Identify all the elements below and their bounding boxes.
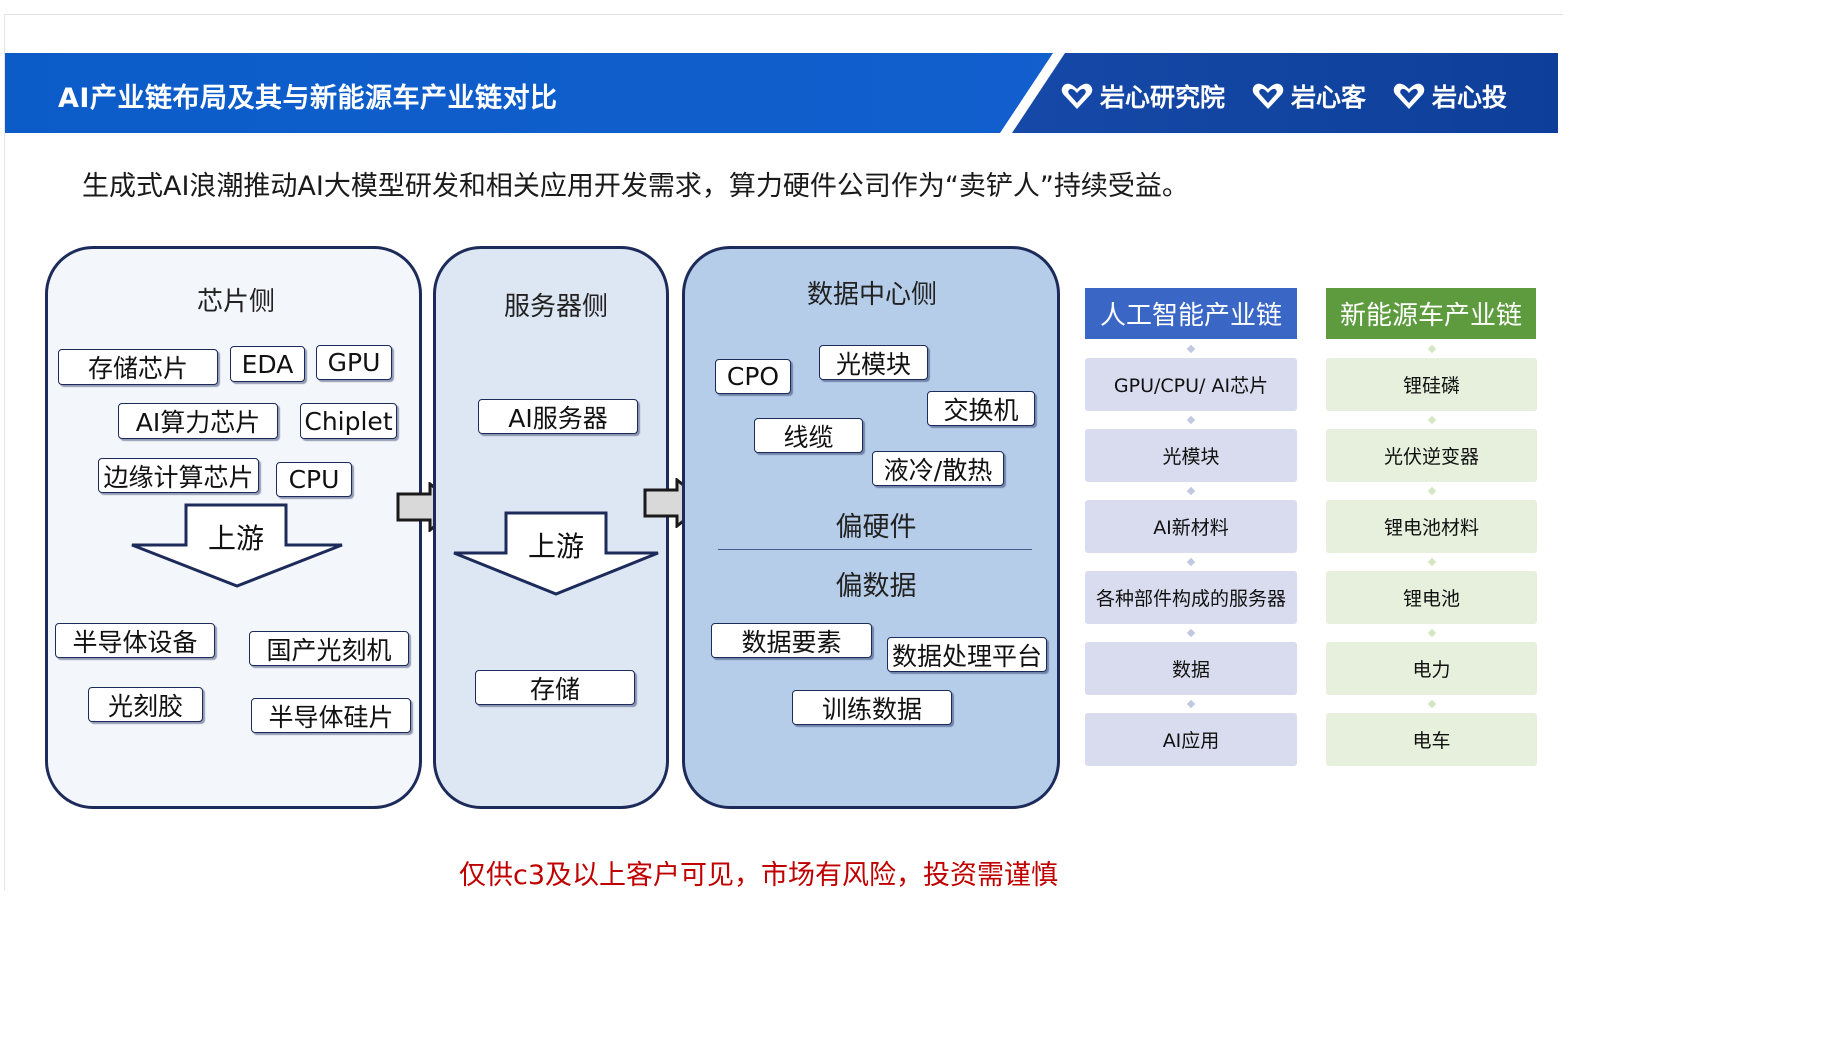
upstream-arrow-chip: 上游 — [128, 503, 346, 589]
header-band — [5, 53, 1558, 133]
brand-logos: 岩心研究院 岩心客 岩心投 — [1060, 76, 1507, 116]
ai-chain-item: 光模块 — [1085, 429, 1297, 482]
chip-data-elements: 数据要素 — [711, 623, 872, 658]
upstream-label: 上游 — [528, 530, 585, 563]
chip-storage-chip: 存储芯片 — [58, 349, 218, 385]
ai-chain-header: 人工智能产业链 — [1085, 288, 1297, 339]
down-arrow-icon — [453, 511, 659, 596]
chip-storage: 存储 — [475, 670, 635, 705]
page-title: AI产业链布局及其与新能源车产业链对比 — [58, 83, 558, 114]
down-arrow-icon — [131, 503, 343, 588]
disclaimer: 仅供c3及以上客户可见，市场有风险，投资需谨慎 — [459, 860, 1059, 891]
chip-training-data: 训练数据 — [792, 690, 952, 725]
ev-chain-header: 新能源车产业链 — [1326, 288, 1536, 339]
ai-chain-item: GPU/CPU/ AI芯片 — [1085, 358, 1297, 411]
chip-semiconductor-equipment: 半导体设备 — [55, 623, 215, 658]
brand-logo-text: 岩心投 — [1432, 83, 1508, 112]
ai-chain-item: 数据 — [1085, 642, 1297, 695]
header-band-shape — [5, 53, 1558, 133]
chip-switch: 交换机 — [927, 391, 1035, 426]
server-side-title: 服务器侧 — [503, 292, 609, 322]
chip-photoresist: 光刻胶 — [88, 687, 203, 722]
chip-cpu: CPU — [276, 462, 352, 497]
chip-cpo: CPO — [715, 359, 791, 394]
slide-frame — [4, 14, 1563, 890]
chip-cable: 线缆 — [754, 418, 863, 453]
brand-logo-research: 岩心研究院 — [1060, 76, 1225, 116]
subtitle: 生成式AI浪潮推动AI大模型研发和相关应用开发需求，算力硬件公司作为“卖铲人”持… — [82, 171, 1189, 202]
hardware-label: 偏硬件 — [835, 512, 917, 543]
chip-eda: EDA — [230, 346, 305, 382]
chip-optical-module: 光模块 — [819, 345, 928, 380]
ai-chain-item: AI应用 — [1085, 713, 1297, 766]
ev-chain-item: 电力 — [1326, 642, 1537, 695]
upstream-arrow-server: 上游 — [450, 511, 662, 597]
brand-logo-text: 岩心客 — [1291, 83, 1367, 112]
chip-ai-compute-chip: AI算力芯片 — [118, 403, 278, 439]
datacenter-side-title: 数据中心侧 — [806, 280, 938, 310]
ai-chain-item: AI新材料 — [1085, 500, 1297, 553]
ev-chain-item: 光伏逆变器 — [1326, 429, 1537, 482]
chip-data-processing-platform: 数据处理平台 — [887, 637, 1047, 672]
heart-logo-icon — [1252, 83, 1284, 109]
chip-chiplet: Chiplet — [300, 403, 397, 439]
ev-chain-item: 锂硅磷 — [1326, 358, 1537, 411]
data-label: 偏数据 — [835, 571, 917, 602]
ai-chain-item: 各种部件构成的服务器 — [1085, 571, 1297, 624]
chip-edge-computing-chip: 边缘计算芯片 — [98, 458, 259, 493]
heart-logo-icon — [1393, 83, 1425, 109]
brand-logo-client: 岩心客 — [1251, 76, 1366, 116]
chip-ai-server: AI服务器 — [478, 399, 638, 434]
chip-silicon-wafer: 半导体硅片 — [251, 698, 411, 733]
upstream-label: 上游 — [208, 522, 265, 555]
chip-side-title: 芯片侧 — [196, 287, 276, 317]
ev-chain-item: 锂电池材料 — [1326, 500, 1537, 553]
heart-logo-icon — [1061, 83, 1093, 109]
section-divider — [718, 549, 1032, 550]
chip-domestic-lithography: 国产光刻机 — [249, 631, 409, 666]
ev-chain-item: 锂电池 — [1326, 571, 1537, 624]
chip-gpu: GPU — [316, 345, 392, 380]
ev-chain-item: 电车 — [1326, 713, 1537, 766]
chip-liquid-cooling: 液冷/散热 — [872, 451, 1004, 486]
brand-logo-text: 岩心研究院 — [1100, 83, 1226, 112]
brand-logo-invest: 岩心投 — [1392, 76, 1507, 116]
